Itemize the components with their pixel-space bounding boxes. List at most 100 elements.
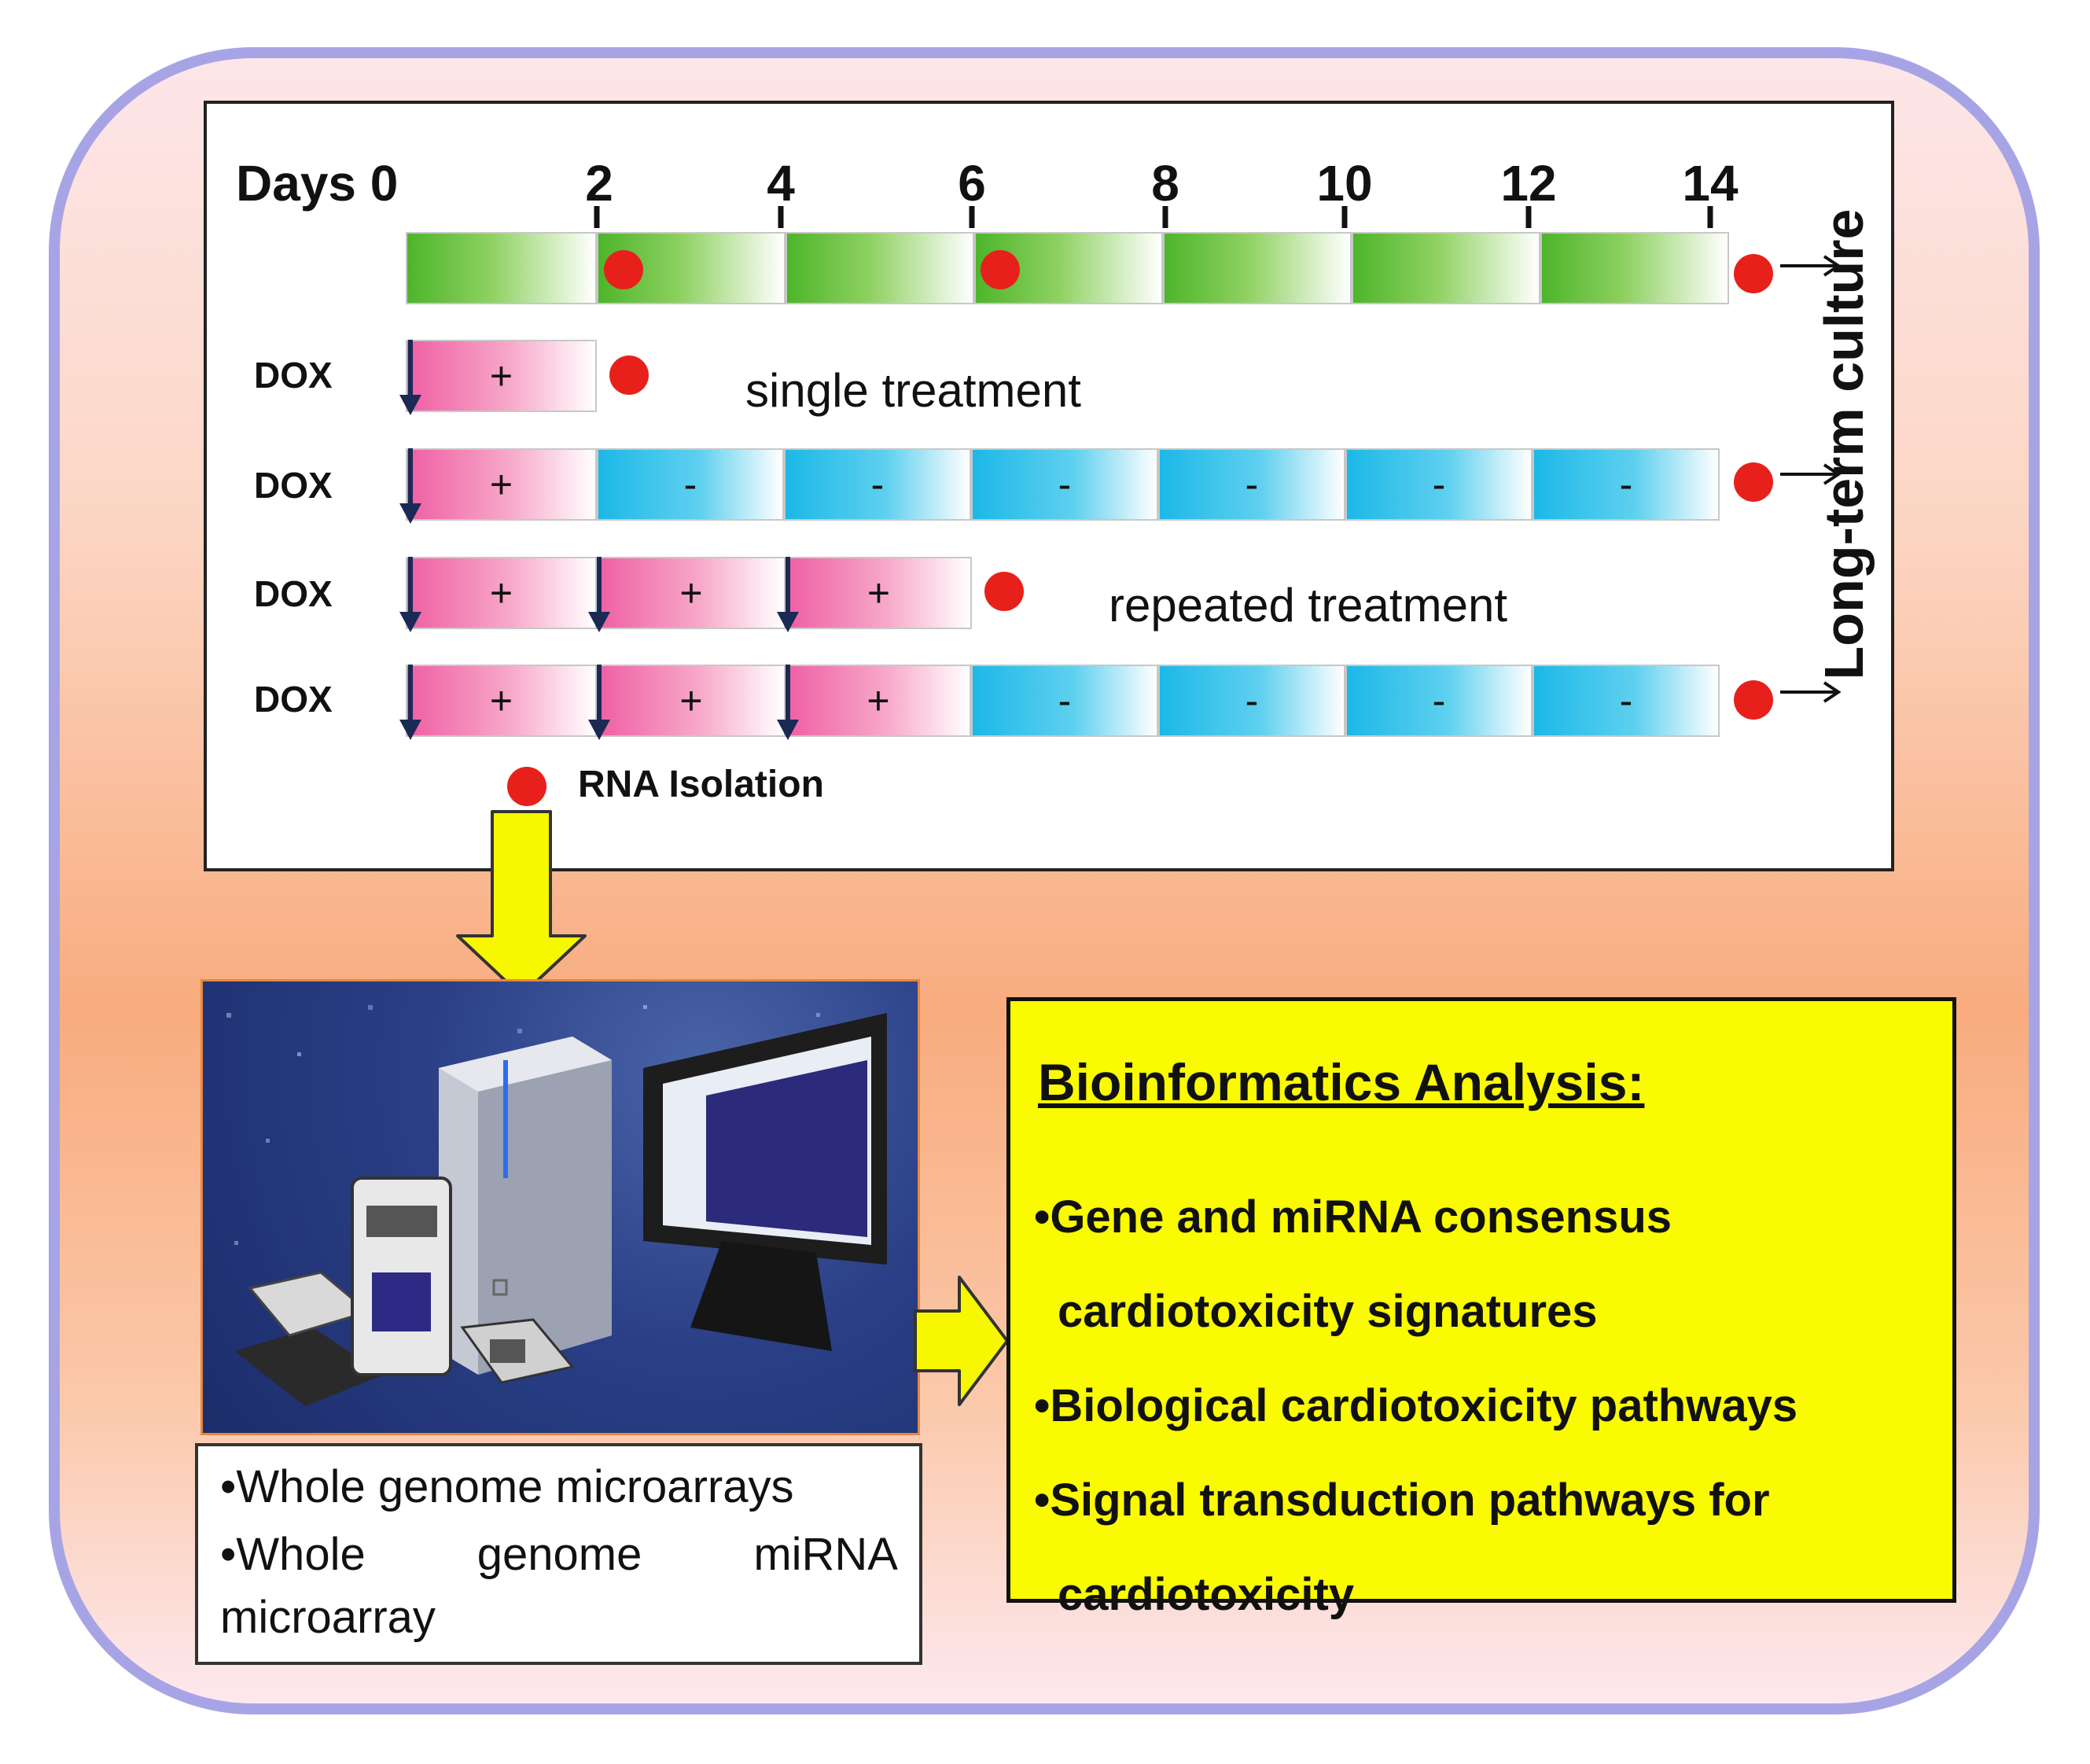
microarray-equipment-photo xyxy=(201,979,920,1435)
tick-day-8: 8 xyxy=(1151,155,1179,212)
bioinformatics-item: •Gene and miRNA consensus cardiotoxicity… xyxy=(1034,1191,1672,1337)
no-dox-segment: - xyxy=(1158,448,1345,521)
dox-segment: + xyxy=(786,665,971,737)
rna-isolation-legend-label: RNA Isolation xyxy=(578,764,824,805)
right-arrow-icon xyxy=(1780,255,1842,277)
no-dox-segment: - xyxy=(971,448,1158,521)
culture-segment xyxy=(1352,232,1540,304)
dox-segment: + xyxy=(406,665,597,737)
tick-day-12: 12 xyxy=(1500,155,1557,212)
days-axis-label: Days 0 xyxy=(236,155,399,212)
flow-right-arrow xyxy=(914,1276,1009,1406)
microarray-scanner-illustration xyxy=(226,1005,887,1406)
no-dox-segment: - xyxy=(1533,448,1720,521)
dose-arrow-icon xyxy=(777,665,799,740)
tick-mark xyxy=(778,206,784,228)
right-arrow-icon xyxy=(1780,463,1842,485)
plus-sign: + xyxy=(489,571,513,615)
bioinformatics-item: •Signal transduction pathways for cardio… xyxy=(1034,1475,1770,1620)
tick-day-6: 6 xyxy=(958,155,986,212)
rna-isolation-dot xyxy=(1734,254,1773,293)
single-treatment-label: single treatment xyxy=(745,364,1081,417)
rna-isolation-dot xyxy=(981,250,1020,289)
minus-sign: - xyxy=(1058,462,1072,506)
no-dox-segment: - xyxy=(1533,665,1720,737)
tick-mark xyxy=(594,206,600,228)
dose-arrow-icon xyxy=(588,557,610,632)
bioinformatics-box: Bioinformatics Analysis: •Gene and miRNA… xyxy=(1006,997,1956,1620)
rna-isolation-dot xyxy=(984,572,1024,611)
flow-down-arrow xyxy=(456,810,587,997)
dose-arrow-icon xyxy=(399,448,421,524)
culture-segment xyxy=(406,232,597,304)
bioinformatics-item-text: Biological cardiotoxicity pathways xyxy=(1050,1380,1798,1431)
dose-arrow-icon xyxy=(399,340,421,415)
no-dox-segment: - xyxy=(1158,665,1345,737)
dose-arrow-icon xyxy=(777,557,799,632)
plus-sign: + xyxy=(489,462,513,506)
culture-segment xyxy=(1163,232,1352,304)
rna-isolation-dot xyxy=(604,250,643,289)
dox-segment: + xyxy=(406,448,597,521)
tick-mark xyxy=(1525,206,1532,228)
no-dox-segment: - xyxy=(1345,448,1533,521)
plus-sign: + xyxy=(679,571,703,615)
tick-day-14: 14 xyxy=(1682,155,1739,212)
dox-label: DOX xyxy=(254,679,333,720)
bioinformatics-item-text: Gene and miRNA consensus cardiotoxicity … xyxy=(1050,1191,1672,1337)
no-dox-segment: - xyxy=(784,448,971,521)
tick-mark xyxy=(969,206,975,228)
minus-sign: - xyxy=(683,462,697,506)
tick-mark xyxy=(1707,206,1713,228)
dox-segment: + xyxy=(597,665,786,737)
minus-sign: - xyxy=(1245,679,1259,723)
tick-mark xyxy=(1341,206,1348,228)
tick-day-4: 4 xyxy=(767,155,795,212)
plus-sign: + xyxy=(489,679,513,723)
rna-isolation-legend-dot xyxy=(507,767,546,806)
dox-label: DOX xyxy=(254,355,333,396)
minus-sign: - xyxy=(1432,679,1446,723)
rna-isolation-dot xyxy=(1734,462,1773,502)
culture-segment xyxy=(1540,232,1729,304)
repeated-treatment-label: repeated treatment xyxy=(1109,579,1507,632)
plus-sign: + xyxy=(679,679,703,723)
dox-label: DOX xyxy=(254,465,333,506)
dox-segment: + xyxy=(406,340,597,412)
tick-mark xyxy=(1162,206,1168,228)
dox-label: DOX xyxy=(254,573,333,614)
rna-isolation-dot xyxy=(1734,680,1773,720)
minus-sign: - xyxy=(1245,462,1259,506)
minus-sign: - xyxy=(870,462,885,506)
bioinformatics-title: Bioinformatics Analysis: xyxy=(1038,1053,1645,1111)
plus-sign: + xyxy=(489,354,513,398)
minus-sign: - xyxy=(1058,679,1072,723)
microarray-item: •Whole genome miRNA microarray xyxy=(220,1529,898,1643)
no-dox-segment: - xyxy=(597,448,784,521)
tick-day-10: 10 xyxy=(1316,155,1373,212)
tick-day-2: 2 xyxy=(585,155,613,212)
minus-sign: - xyxy=(1619,679,1633,723)
culture-segment xyxy=(786,232,974,304)
dox-segment: + xyxy=(597,557,786,629)
bioinformatics-item: •Biological cardiotoxicity pathways xyxy=(1034,1380,1798,1431)
dox-segment: + xyxy=(406,557,597,629)
minus-sign: - xyxy=(1432,462,1446,506)
microarray-item-text: Whole genome miRNA microarray xyxy=(220,1529,898,1643)
dose-arrow-icon xyxy=(399,557,421,632)
dose-arrow-icon xyxy=(399,665,421,740)
right-arrow-icon xyxy=(1780,681,1842,703)
dox-segment: + xyxy=(786,557,972,629)
no-dox-segment: - xyxy=(971,665,1158,737)
plus-sign: + xyxy=(867,571,891,615)
bioinformatics-item-text: Signal transduction pathways for cardiot… xyxy=(1050,1475,1770,1620)
rna-isolation-dot xyxy=(609,355,649,395)
dose-arrow-icon xyxy=(588,665,610,740)
microarray-description-box: •Whole genome microarrays •Whole genome … xyxy=(195,1443,922,1665)
plus-sign: + xyxy=(867,679,890,723)
minus-sign: - xyxy=(1619,462,1633,506)
long-term-culture-label: Long-term culture xyxy=(1813,208,1875,680)
microarray-item: •Whole genome microarrays xyxy=(220,1461,794,1512)
microarray-item-text: Whole genome microarrays xyxy=(236,1461,794,1512)
no-dox-segment: - xyxy=(1345,665,1533,737)
